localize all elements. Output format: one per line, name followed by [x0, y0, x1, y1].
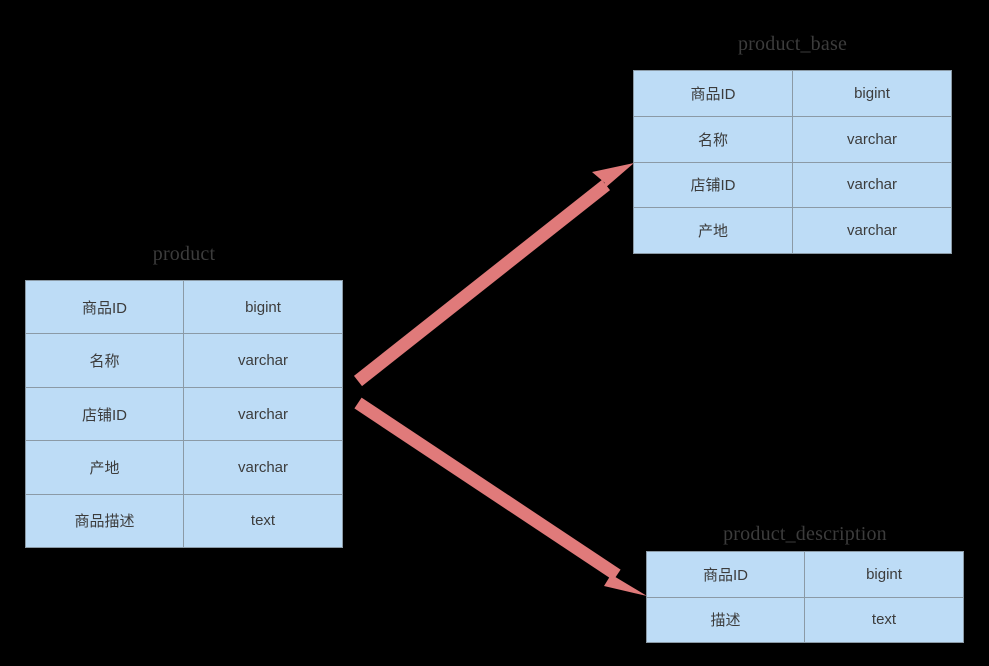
table-grid-product-description: 商品ID bigint 描述 text	[646, 551, 964, 643]
table-row[interactable]: 描述 text	[647, 597, 963, 642]
column-type-cell: varchar	[184, 441, 342, 494]
table-row[interactable]: 产地 varchar	[26, 441, 342, 495]
column-type-cell: varchar	[793, 162, 951, 208]
arrow-product-to-product-description	[354, 397, 647, 596]
table-row[interactable]: 商品ID bigint	[634, 71, 951, 117]
column-type-cell: varchar	[793, 116, 951, 162]
column-type-cell: text	[184, 494, 342, 548]
table-title-product: product	[152, 243, 216, 265]
table-row[interactable]: 名称 varchar	[634, 116, 951, 163]
column-name-cell: 名称	[634, 116, 793, 162]
table-title-product-base: product_base	[737, 33, 848, 55]
column-name-cell: 名称	[26, 334, 184, 387]
column-name-cell: 商品ID	[634, 71, 793, 116]
table-grid-product: 商品ID bigint 名称 varchar 店铺ID varchar 产地 v…	[25, 280, 343, 548]
column-name-cell: 商品ID	[26, 281, 184, 334]
column-name-cell: 店铺ID	[634, 162, 793, 208]
column-name-cell: 店铺ID	[26, 387, 184, 441]
column-type-cell: bigint	[793, 71, 951, 116]
table-row[interactable]: 商品ID bigint	[26, 281, 342, 335]
table-row[interactable]: 店铺ID varchar	[26, 387, 342, 442]
column-type-cell: bigint	[805, 552, 963, 597]
column-name-cell: 产地	[634, 208, 793, 253]
column-type-cell: varchar	[793, 208, 951, 253]
table-row[interactable]: 店铺ID varchar	[634, 162, 951, 209]
table-row[interactable]: 产地 varchar	[634, 208, 951, 253]
column-type-cell: varchar	[184, 387, 342, 441]
arrow-product-to-product-base	[353, 163, 634, 387]
column-type-cell: text	[805, 597, 963, 642]
table-title-product-description: product_description	[723, 523, 887, 545]
table-row[interactable]: 商品描述 text	[26, 494, 342, 548]
column-name-cell: 商品ID	[647, 552, 805, 597]
table-row[interactable]: 名称 varchar	[26, 334, 342, 388]
column-type-cell: bigint	[184, 281, 342, 334]
table-row[interactable]: 商品ID bigint	[647, 552, 963, 598]
table-grid-product-base: 商品ID bigint 名称 varchar 店铺ID varchar 产地 v…	[633, 70, 952, 254]
column-type-cell: varchar	[184, 334, 342, 387]
column-name-cell: 描述	[647, 597, 805, 642]
column-name-cell: 商品描述	[26, 494, 184, 548]
column-name-cell: 产地	[26, 441, 184, 494]
